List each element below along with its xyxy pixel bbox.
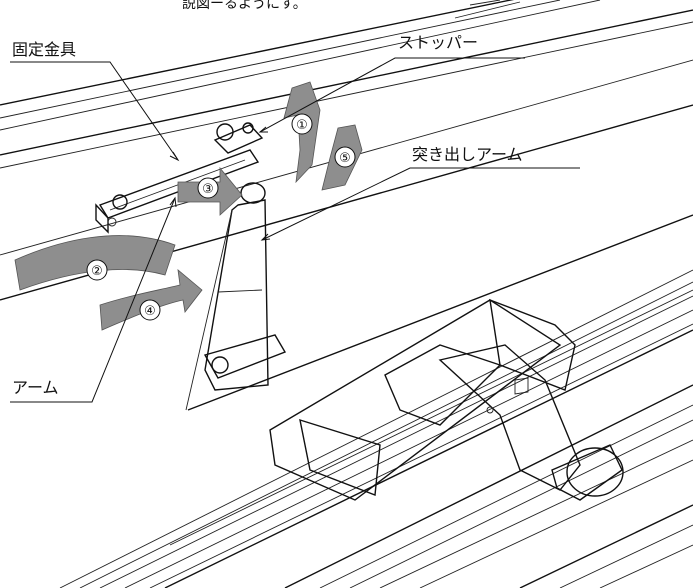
svg-text:アーム: アーム: [12, 378, 59, 397]
callout-stopper: ストッパー: [258, 33, 525, 133]
callout-fixing-bracket: 固定金具: [10, 40, 180, 162]
step-badge-1: ①: [291, 113, 313, 135]
extend-arm: [185, 182, 287, 411]
callout-arm: アーム: [10, 196, 177, 403]
operator-handle: [269, 298, 624, 501]
step-badge-5: ⑤: [334, 146, 356, 168]
svg-text:①: ①: [296, 118, 308, 133]
lower-track-rail: [59, 269, 693, 588]
svg-text:突き出しアーム: 突き出しアーム: [412, 145, 523, 164]
svg-text:②: ②: [91, 264, 103, 279]
svg-text:④: ④: [144, 304, 156, 319]
step-badge-4: ④: [139, 299, 161, 321]
svg-text:ストッパー: ストッパー: [398, 33, 478, 52]
step-badge-2: ②: [86, 259, 108, 281]
stopper: [213, 122, 264, 154]
fixing-bracket: [95, 149, 260, 234]
step-badge-3: ③: [197, 177, 219, 199]
svg-text:⑤: ⑤: [339, 151, 351, 166]
svg-text:③: ③: [202, 182, 214, 197]
sash-frame: [164, 214, 693, 588]
svg-text:固定金具: 固定金具: [12, 40, 76, 59]
top-caption-fragment: 説図ーるようにす。: [182, 0, 307, 12]
callout-extend-arm: 突き出しアーム: [260, 145, 580, 241]
